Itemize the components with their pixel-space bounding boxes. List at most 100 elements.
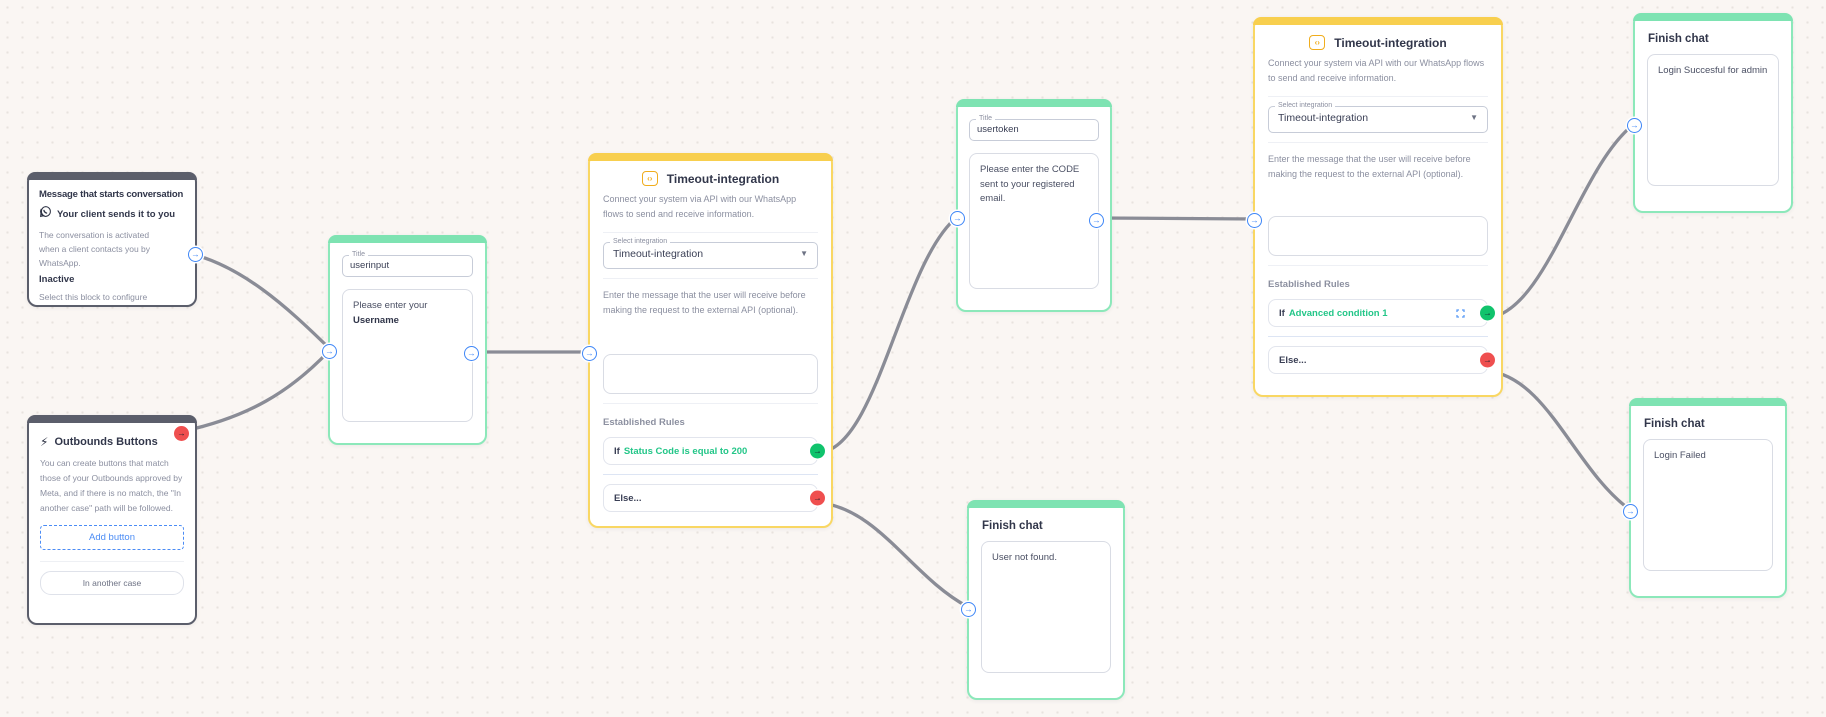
- target-handle-icon[interactable]: →: [1627, 118, 1642, 133]
- node-title: Outbounds Buttons: [54, 436, 158, 448]
- source-handle-icon[interactable]: →: [188, 247, 203, 262]
- else-row[interactable]: Else... →: [1268, 346, 1495, 375]
- target-handle-icon[interactable]: →: [1623, 504, 1638, 519]
- title-field[interactable]: Title userinput: [342, 251, 473, 277]
- status-label: Inactive: [39, 274, 75, 286]
- message-line: Please enter your: [353, 300, 428, 311]
- edge-outbounds-to-userinput[interactable]: [182, 349, 331, 433]
- integration-icon: ‹›: [1309, 35, 1326, 50]
- node-userinput[interactable]: Title userinput Please enter your Userna…: [322, 235, 487, 445]
- title-field-value[interactable]: usertoken: [977, 124, 1019, 135]
- pre-request-message-textarea[interactable]: [603, 354, 818, 395]
- target-handle-icon[interactable]: →: [950, 211, 965, 226]
- node-outbounds-buttons[interactable]: ⚡ Outbounds Buttons You can create butto…: [27, 415, 197, 625]
- divider: [40, 560, 184, 562]
- source-handle-icon[interactable]: →: [464, 346, 479, 361]
- rule-if-label: If: [614, 445, 620, 457]
- node-timeout-integration-1[interactable]: ‹› Timeout-integration Connect your syst…: [582, 153, 833, 528]
- node-header-bar: [1253, 17, 1503, 25]
- source-handle-icon[interactable]: →: [1089, 213, 1104, 228]
- node-finish-chat-notfound[interactable]: Finish chat User not found. →: [961, 500, 1125, 700]
- title-field-value[interactable]: userinput: [350, 260, 390, 271]
- integration-select[interactable]: Select integration Timeout-integration ▼: [1268, 101, 1488, 133]
- rule-row[interactable]: If Status Code is equal to 200 →: [603, 437, 825, 466]
- integration-icon: ‹›: [641, 171, 658, 186]
- expand-icon[interactable]: [1456, 309, 1465, 318]
- message-textarea[interactable]: User not found.: [981, 541, 1111, 673]
- integration-select-label: Select integration: [1275, 101, 1336, 109]
- add-button[interactable]: Add button: [40, 524, 184, 550]
- node-finish-chat-success[interactable]: Finish chat Login Succesful for admin →: [1627, 13, 1793, 213]
- message-hint: Enter the message that the user will rec…: [603, 289, 806, 315]
- target-handle-icon[interactable]: →: [961, 602, 976, 617]
- node-title: Timeout-integration: [1334, 35, 1447, 50]
- integration-select-value: Timeout-integration: [1278, 111, 1369, 124]
- else-row[interactable]: Else... →: [603, 484, 825, 513]
- message-textarea[interactable]: Login Succesful for admin: [1647, 54, 1779, 186]
- else-source-handle-icon[interactable]: →: [1480, 352, 1495, 368]
- message-textarea[interactable]: Please enter the CODE sent to your regis…: [969, 153, 1099, 289]
- edge-start-to-userinput[interactable]: [181, 250, 331, 350]
- node-header-bar: [27, 415, 197, 423]
- node-header-bar: [1629, 398, 1787, 406]
- message-hint: Enter the message that the user will rec…: [1268, 153, 1471, 179]
- rule-source-handle-icon[interactable]: →: [1480, 305, 1495, 321]
- pre-request-message-textarea[interactable]: [1268, 216, 1488, 257]
- rule-condition[interactable]: Advanced condition 1: [1288, 307, 1388, 319]
- node-start-conversation[interactable]: Message that starts conversation Your cl…: [27, 172, 203, 307]
- rule-condition[interactable]: Status Code is equal to 200: [623, 445, 748, 457]
- else-label: Else...: [614, 492, 642, 504]
- title-field-label: Title: [976, 115, 995, 122]
- node-usertoken[interactable]: Title usertoken Please enter the CODE se…: [950, 99, 1112, 312]
- chevron-down-icon[interactable]: ▼: [1470, 113, 1478, 123]
- integration-select-label: Select integration: [610, 237, 671, 245]
- node-title: Finish chat: [1648, 33, 1709, 45]
- node-header-bar: [588, 153, 833, 161]
- divider: [603, 474, 818, 476]
- edge-timeout1-else-to-notfound[interactable]: [820, 501, 970, 609]
- whatsapp-icon: [39, 205, 52, 223]
- target-handle-icon[interactable]: →: [322, 344, 337, 359]
- node-title: Timeout-integration: [666, 171, 780, 186]
- edge-timeout2-rule-to-success[interactable]: [1487, 122, 1636, 320]
- edge-timeout2-else-to-failed[interactable]: [1487, 369, 1631, 511]
- rule-source-handle-icon[interactable]: →: [810, 443, 825, 459]
- node-finish-chat-failed[interactable]: Finish chat Login Failed →: [1623, 398, 1787, 598]
- divider: [603, 403, 818, 405]
- node-header-bar: [328, 235, 487, 243]
- node-header-bar: [1633, 13, 1793, 21]
- rule-row[interactable]: If Advanced condition 1 →: [1268, 299, 1495, 328]
- node-description: You can create buttons that match those …: [40, 458, 183, 513]
- target-handle-icon[interactable]: →: [582, 346, 597, 361]
- divider: [1268, 95, 1488, 97]
- divider: [603, 277, 818, 279]
- chevron-down-icon[interactable]: ▼: [800, 249, 808, 259]
- rules-heading: Established Rules: [1268, 279, 1350, 291]
- node-description: Connect your system via API with our Wha…: [1268, 58, 1485, 84]
- message-textarea[interactable]: Login Failed: [1643, 439, 1773, 571]
- source-handle-icon[interactable]: →: [174, 426, 189, 441]
- node-timeout-integration-2[interactable]: ‹› Timeout-integration Connect your syst…: [1247, 17, 1503, 397]
- message-line-bold: Username: [353, 314, 399, 326]
- else-source-handle-icon[interactable]: →: [810, 490, 825, 506]
- divider: [1268, 265, 1488, 267]
- node-description: The conversation is activated when a cli…: [39, 230, 151, 269]
- title-field[interactable]: Title usertoken: [969, 115, 1099, 141]
- target-handle-icon[interactable]: →: [1247, 213, 1262, 228]
- node-header-bar: [27, 172, 197, 180]
- node-header-bar: [967, 500, 1125, 508]
- divider: [1268, 336, 1488, 338]
- node-title: Finish chat: [1644, 418, 1705, 430]
- integration-select[interactable]: Select integration Timeout-integration ▼: [603, 237, 818, 269]
- rules-heading: Established Rules: [603, 417, 685, 429]
- message-textarea[interactable]: Please enter your Username: [342, 289, 473, 422]
- edge-usertoken-to-timeout2[interactable]: [1098, 216, 1259, 221]
- edge-timeout1-rule-to-usertoken[interactable]: [820, 215, 959, 454]
- title-field-label: Title: [349, 251, 368, 258]
- bolt-icon: ⚡: [40, 435, 49, 449]
- node-description: Connect your system via API with our Wha…: [603, 194, 797, 220]
- else-label: Else...: [1279, 354, 1307, 366]
- divider: [603, 231, 818, 233]
- in-another-case-button[interactable]: In another case: [40, 570, 184, 595]
